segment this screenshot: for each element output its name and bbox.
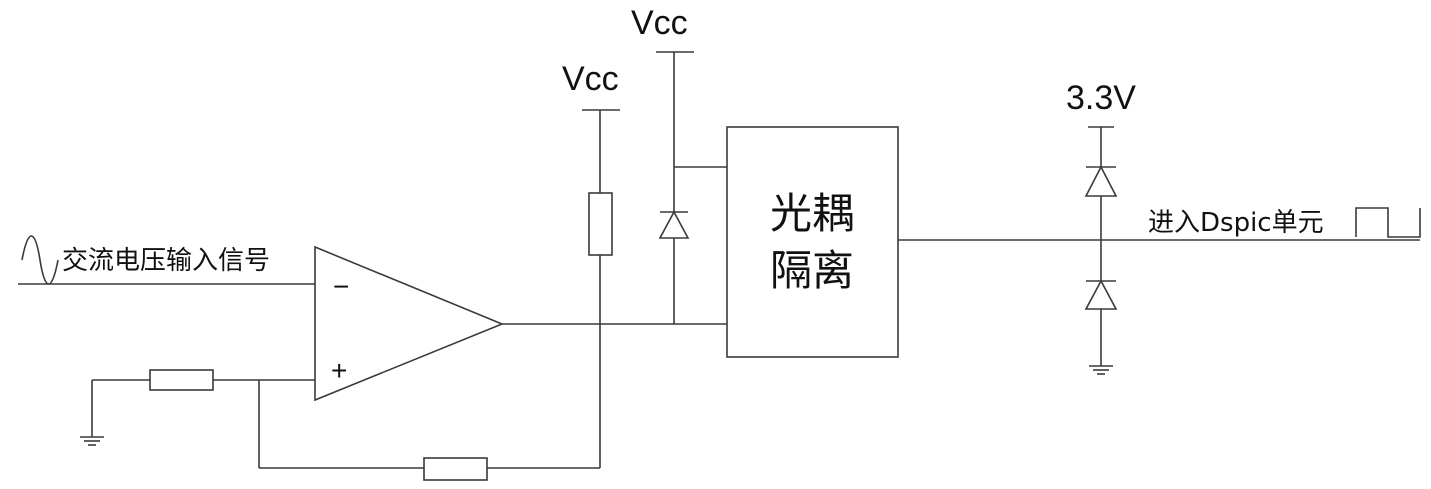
protection-diode-icon [658,210,690,239]
vcc-right-label: Vcc [631,4,688,42]
supply-3v3-label: 3.3V [1066,79,1136,117]
opamp-triangle [314,245,505,402]
input-resistor [149,369,214,391]
ac-sine-icon [21,235,59,285]
ground-symbol-left-icon [80,436,104,446]
optocoupler-box [726,126,899,358]
input-signal-label: 交流电压输入信号 [62,246,270,276]
vcc-left-label: Vcc [562,60,619,98]
clamp-diode-lower-icon [1084,279,1118,310]
ground-symbol-right-icon [1089,365,1113,375]
pullup-resistor [588,192,613,256]
clamp-diode-upper-icon [1084,165,1118,197]
square-pulse-icon [1355,207,1421,238]
output-destination-label: 进入Dspic单元 [1148,208,1324,238]
optocoupler-label-line1: 光耦 [770,189,854,238]
opamp-noninverting-sign: + [331,355,347,386]
optocoupler-label-line2: 隔离 [770,246,854,295]
feedback-resistor [423,457,488,481]
opamp-inverting-sign: − [333,271,349,302]
